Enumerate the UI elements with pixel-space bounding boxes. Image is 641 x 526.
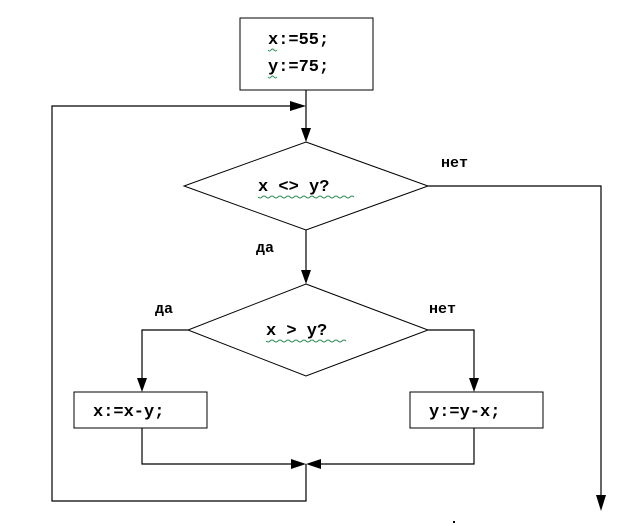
- flow-line: [428, 329, 475, 381]
- spellcheck-underline: [257, 195, 355, 199]
- arrow-down-icon: [137, 378, 147, 392]
- arrow-down-icon: [596, 495, 606, 511]
- spellcheck-underline: [267, 75, 278, 79]
- arrow-down-icon: [469, 378, 479, 392]
- decision-inner-no-label: нет: [429, 301, 456, 318]
- decision-outer-no-label: нет: [441, 155, 468, 172]
- flow-line-merge-right: [316, 428, 475, 465]
- action-left-box: [73, 391, 208, 429]
- start-block: [239, 17, 374, 91]
- arrow-down-icon: [301, 128, 311, 142]
- flow-line-merge-left: [141, 428, 296, 465]
- arrow-left-icon: [306, 459, 321, 469]
- decision-inner-text: x > y?: [266, 322, 327, 341]
- arrow-right-icon: [290, 101, 306, 111]
- action-right-box: [409, 391, 544, 429]
- stray-dot: [453, 521, 455, 523]
- decision-inner-yes-label: да: [155, 301, 173, 318]
- decision-outer-text: x <> y?: [258, 178, 329, 197]
- spellcheck-underline: [265, 339, 347, 343]
- flow-line-loop: [51, 105, 307, 502]
- decision-outer-yes-label: да: [256, 240, 274, 257]
- flow-line-exit: [428, 185, 602, 500]
- arrow-right-icon: [291, 459, 306, 469]
- spellcheck-underline: [267, 48, 278, 52]
- start-line-1: x:=55;: [268, 31, 329, 50]
- action-left-text: x:=x-y;: [93, 403, 164, 422]
- decision-inner: [186, 283, 430, 377]
- start-line-2: y:=75;: [268, 58, 329, 77]
- flow-line: [141, 329, 188, 381]
- action-right-text: y:=y-x;: [429, 403, 500, 422]
- arrow-down-icon: [301, 270, 311, 284]
